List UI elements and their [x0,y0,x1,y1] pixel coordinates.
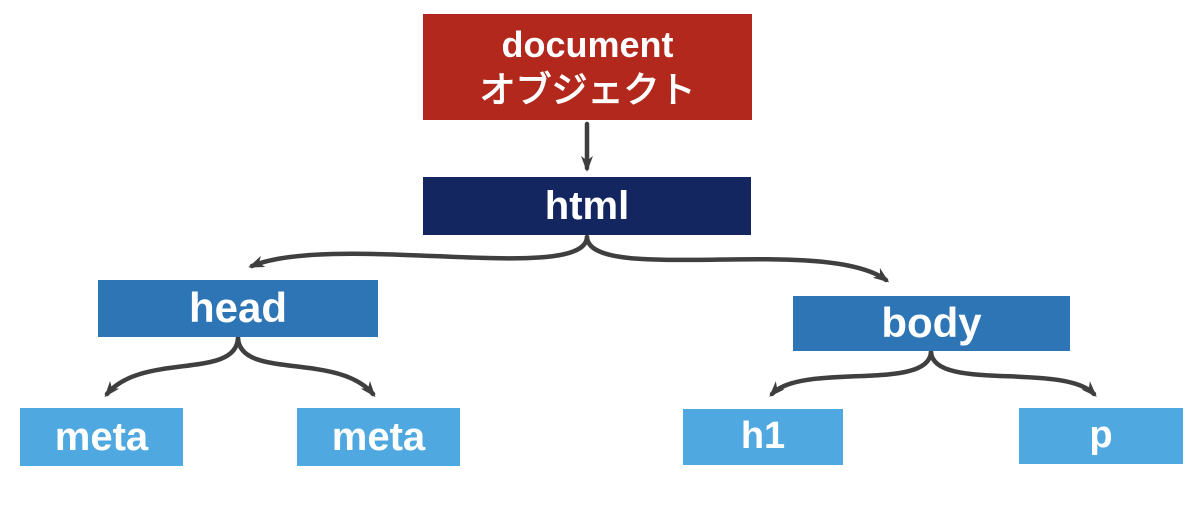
node-document-label-en: document [501,24,674,65]
node-body: body [793,296,1070,351]
node-document: document オブジェクト [423,14,752,120]
node-html-label: html [544,184,630,228]
arrow-html-to-body [584,234,890,283]
node-html: html [423,177,751,235]
arrow-body-to-p [928,349,1097,397]
node-body-label: body [881,299,982,347]
node-meta-1-label: meta [54,415,149,459]
arrow-head-to-meta2 [235,335,376,398]
node-head: head [98,280,378,337]
node-meta-2: meta [297,408,460,466]
node-p-label: p [1089,414,1113,457]
node-document-label-ja: オブジェクト [479,69,696,110]
arrow-html-to-head [248,234,590,269]
node-h1: h1 [683,409,843,465]
arrow-head-to-meta1 [104,335,241,398]
node-p: p [1019,408,1183,464]
node-h1-label: h1 [740,415,786,458]
node-meta-1: meta [20,408,183,466]
node-meta-2-label: meta [331,415,426,459]
node-head-label: head [188,284,288,332]
arrow-body-to-h1 [769,349,934,397]
